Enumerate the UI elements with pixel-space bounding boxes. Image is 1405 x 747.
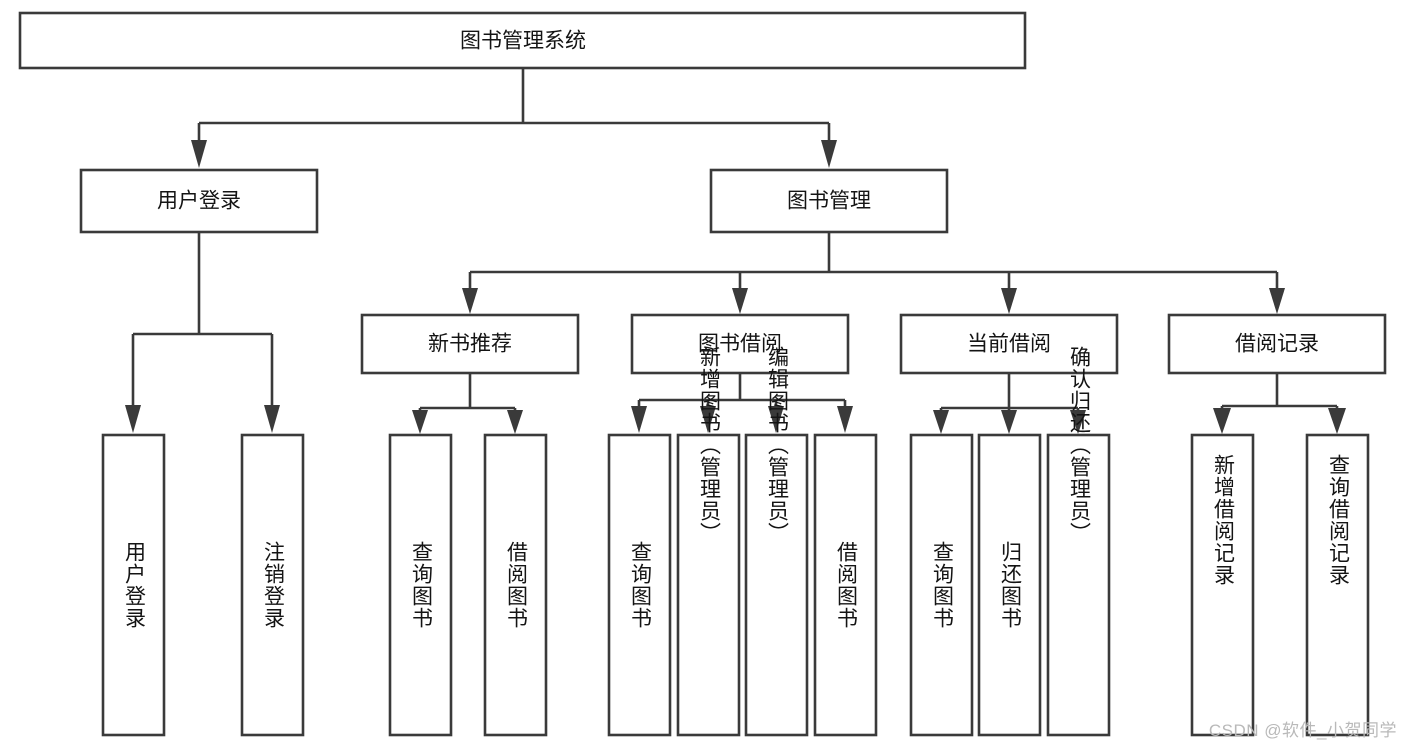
node-leaf-return-book[interactable]: 归还图书 bbox=[977, 433, 1042, 737]
node-leaf-query-book-2-box[interactable] bbox=[607, 433, 672, 737]
node-new-book-recommend-label: 新书推荐 bbox=[428, 333, 512, 356]
node-leaf-query-record-box[interactable] bbox=[1305, 433, 1370, 737]
node-book-management-box[interactable] bbox=[709, 168, 949, 234]
node-current-borrow-label: 当前借阅 bbox=[967, 333, 1051, 356]
node-book-management-label: 图书管理 bbox=[787, 190, 871, 213]
node-leaf-query-book-3[interactable]: 查询图书 bbox=[909, 433, 974, 737]
node-leaf-user-login-box[interactable] bbox=[101, 433, 166, 737]
node-leaf-edit-book[interactable]: 编辑图书（管理员） bbox=[744, 346, 809, 737]
node-leaf-user-logout-label: 注销登录 bbox=[261, 541, 285, 629]
node-root[interactable]: 图书管理系统 bbox=[18, 11, 1027, 70]
connector-group-book-borrow bbox=[631, 373, 853, 433]
arrow-bm-to-borrow-record bbox=[1269, 288, 1285, 314]
node-borrow-record-label: 借阅记录 bbox=[1235, 333, 1319, 356]
arrow-nbr-child-2 bbox=[507, 410, 523, 434]
connector-group-borrow-record bbox=[1213, 373, 1346, 434]
node-leaf-user-login-label: 用户登录 bbox=[122, 541, 146, 629]
node-leaf-user-logout-box[interactable] bbox=[240, 433, 305, 737]
node-leaf-user-logout[interactable]: 注销登录 bbox=[240, 433, 305, 737]
node-leaf-query-book-3-label: 查询图书 bbox=[930, 541, 954, 629]
connector-group-root bbox=[191, 68, 837, 168]
node-leaf-add-book[interactable]: 新增图书（管理员） bbox=[676, 346, 741, 737]
arrow-bb-child-2 bbox=[700, 406, 716, 433]
node-leaf-confirm-return-box[interactable] bbox=[1046, 433, 1111, 737]
node-leaf-borrow-book-2[interactable]: 借阅图书 bbox=[813, 433, 878, 737]
node-current-borrow-box[interactable] bbox=[899, 313, 1119, 375]
node-leaf-query-book-3-box[interactable] bbox=[909, 433, 974, 737]
connector-group-current-borrow bbox=[933, 373, 1086, 434]
arrow-user-login-child-1 bbox=[125, 405, 141, 433]
connector-group-book-management bbox=[462, 232, 1285, 314]
arrow-br-child-2 bbox=[1328, 408, 1346, 434]
node-user-login[interactable]: 用户登录 bbox=[79, 168, 319, 234]
node-leaf-confirm-return-label: 确认归还（管理员） bbox=[1067, 346, 1091, 544]
node-leaf-borrow-book-1[interactable]: 借阅图书 bbox=[483, 433, 548, 737]
node-borrow-record[interactable]: 借阅记录 bbox=[1167, 313, 1387, 375]
node-leaf-return-book-label: 归还图书 bbox=[998, 541, 1022, 629]
arrow-cb-child-2 bbox=[1001, 410, 1017, 434]
node-user-login-label: 用户登录 bbox=[157, 190, 241, 213]
arrow-cb-child-1 bbox=[933, 410, 949, 434]
node-leaf-add-book-label: 新增图书（管理员） bbox=[697, 346, 721, 544]
node-book-borrow-label: 图书借阅 bbox=[698, 333, 782, 356]
node-user-login-box[interactable] bbox=[79, 168, 319, 234]
node-leaf-borrow-book-2-label: 借阅图书 bbox=[834, 541, 858, 629]
node-leaf-query-book-1-label: 查询图书 bbox=[409, 541, 433, 629]
node-root-label: 图书管理系统 bbox=[460, 30, 586, 53]
node-leaf-add-book-box[interactable] bbox=[676, 433, 741, 737]
node-book-management[interactable]: 图书管理 bbox=[709, 168, 949, 234]
arrow-root-to-user-login bbox=[191, 140, 207, 168]
node-leaf-edit-book-box[interactable] bbox=[744, 433, 809, 737]
node-current-borrow[interactable]: 当前借阅 bbox=[899, 313, 1119, 375]
arrow-bb-child-4 bbox=[837, 406, 853, 433]
arrow-bm-to-book-borrow bbox=[732, 288, 748, 314]
arrow-cb-child-3 bbox=[1070, 410, 1086, 434]
node-leaf-edit-book-label: 编辑图书（管理员） bbox=[765, 346, 789, 544]
node-borrow-record-box[interactable] bbox=[1167, 313, 1387, 375]
arrow-br-child-1 bbox=[1213, 408, 1231, 434]
node-leaf-borrow-book-1-box[interactable] bbox=[483, 433, 548, 737]
node-leaf-add-record[interactable]: 新增借阅记录 bbox=[1190, 433, 1255, 737]
node-leaf-user-login[interactable]: 用户登录 bbox=[101, 433, 166, 737]
arrow-bb-child-1 bbox=[631, 406, 647, 433]
node-leaf-add-record-label: 新增借阅记录 bbox=[1211, 454, 1235, 586]
node-leaf-borrow-book-2-box[interactable] bbox=[813, 433, 878, 737]
arrow-nbr-child-1 bbox=[412, 410, 428, 434]
arrow-bm-to-new-book-recommend bbox=[462, 288, 478, 314]
node-leaf-return-book-box[interactable] bbox=[977, 433, 1042, 737]
node-leaf-query-record-label: 查询借阅记录 bbox=[1326, 454, 1350, 586]
node-leaf-add-record-box[interactable] bbox=[1190, 433, 1255, 737]
node-root-box[interactable] bbox=[18, 11, 1027, 70]
node-leaf-query-book-1[interactable]: 查询图书 bbox=[388, 433, 453, 737]
node-leaf-query-book-2[interactable]: 查询图书 bbox=[607, 433, 672, 737]
node-leaf-query-book-2-label: 查询图书 bbox=[628, 541, 652, 629]
connector-group-new-book-recommend bbox=[412, 373, 523, 434]
arrow-bb-child-3 bbox=[768, 406, 784, 433]
arrow-bm-to-current-borrow bbox=[1001, 288, 1017, 314]
node-leaf-borrow-book-1-label: 借阅图书 bbox=[504, 541, 528, 629]
node-book-borrow-box[interactable] bbox=[630, 313, 850, 375]
node-new-book-recommend[interactable]: 新书推荐 bbox=[360, 313, 580, 375]
node-new-book-recommend-box[interactable] bbox=[360, 313, 580, 375]
arrow-user-login-child-2 bbox=[264, 405, 280, 433]
node-leaf-confirm-return[interactable]: 确认归还（管理员） bbox=[1046, 346, 1111, 737]
node-book-borrow[interactable]: 图书借阅 bbox=[630, 313, 850, 375]
arrow-root-to-book-management bbox=[821, 140, 837, 168]
connector-group-user-login bbox=[125, 232, 280, 433]
node-leaf-query-book-1-box[interactable] bbox=[388, 433, 453, 737]
csdn-watermark: CSDN @软件_小贺同学 bbox=[1208, 721, 1397, 740]
node-leaf-query-record[interactable]: 查询借阅记录 bbox=[1305, 433, 1370, 737]
